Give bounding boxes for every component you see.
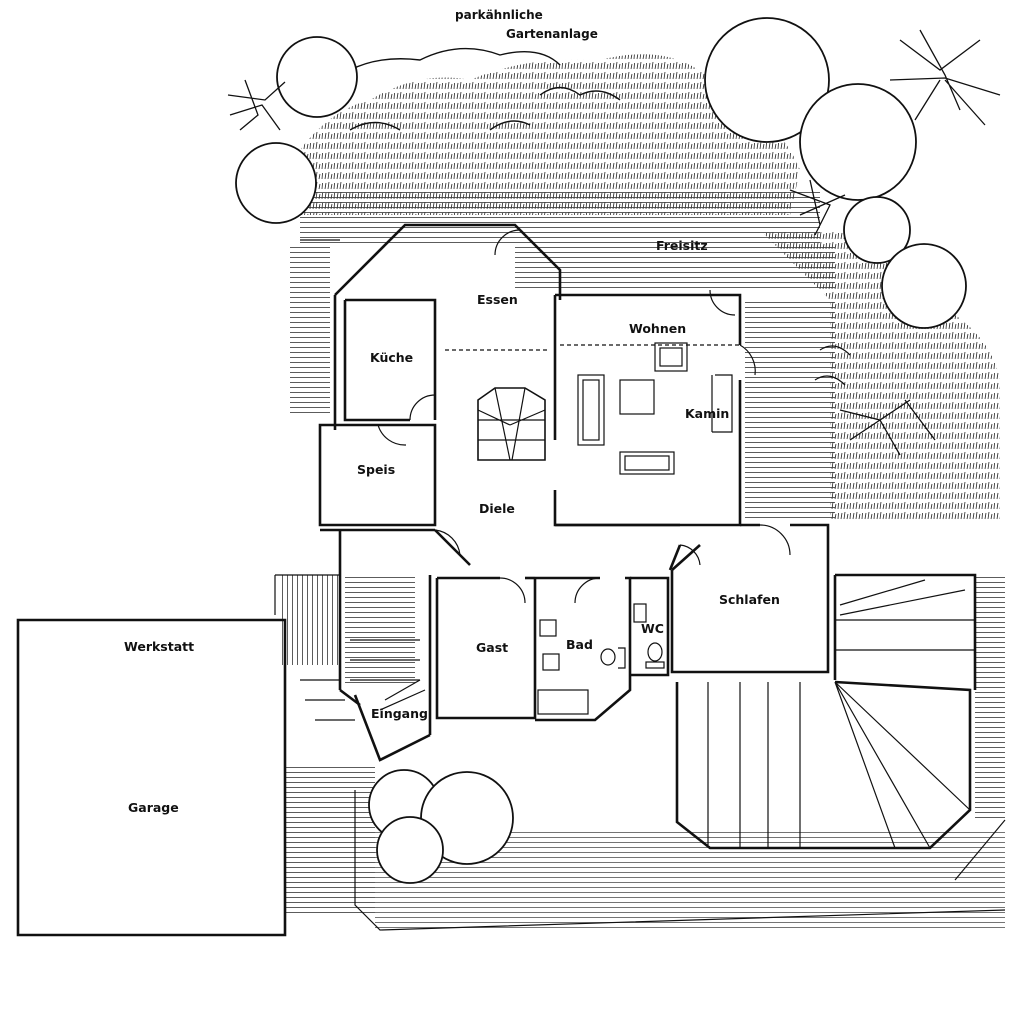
room-label-essen: Essen bbox=[477, 292, 518, 307]
room-label-werkstatt: Werkstatt bbox=[124, 639, 195, 654]
garden-label-line2: Gartenanlage bbox=[506, 27, 598, 41]
tree bbox=[235, 142, 317, 224]
room-label-freisitz: Freisitz bbox=[656, 238, 708, 253]
room-label-kamin: Kamin bbox=[685, 406, 730, 421]
room-label-schlafen: Schlafen bbox=[719, 592, 780, 607]
interior-details bbox=[30, 229, 1006, 936]
room-label-speis: Speis bbox=[357, 462, 396, 477]
room-label-bad: Bad bbox=[566, 637, 593, 652]
room-label-gast: Gast bbox=[476, 640, 509, 655]
room-label-garage: Garage bbox=[128, 800, 179, 815]
shrubs bbox=[227, 29, 1001, 456]
tree bbox=[704, 17, 830, 143]
trees bbox=[235, 17, 967, 884]
walls bbox=[16, 223, 977, 937]
room-label-eingang: Eingang bbox=[371, 706, 428, 721]
room-label-wohnen: Wohnen bbox=[629, 321, 687, 336]
room-label-diele: Diele bbox=[479, 501, 515, 516]
tree bbox=[799, 83, 917, 201]
tree bbox=[276, 36, 358, 118]
garden-vegetation bbox=[300, 47, 1000, 520]
room-label-kueche: Küche bbox=[370, 350, 414, 365]
tree bbox=[843, 196, 911, 264]
garden-label-line1: parkähnliche bbox=[455, 8, 543, 22]
tree bbox=[881, 243, 967, 329]
room-label-wc: WC bbox=[641, 621, 664, 636]
tree bbox=[376, 816, 444, 884]
